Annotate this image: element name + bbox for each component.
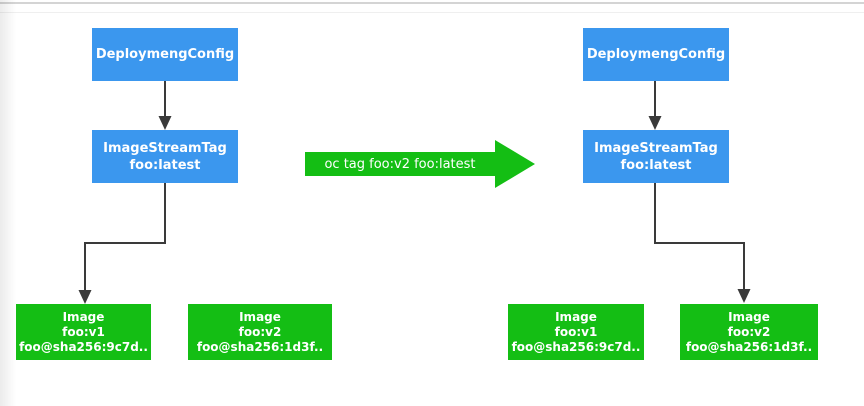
image-kind-label: Image xyxy=(728,309,770,324)
ist-to-image-v2-arrow-right xyxy=(654,183,751,303)
dc-to-ist-arrow-right xyxy=(648,81,662,130)
arrow-down-icon xyxy=(158,116,172,130)
image-v2-node-left: Image foo:v2 foo@sha256:1d3f.. xyxy=(188,304,332,360)
dc-to-ist-arrow-left xyxy=(158,81,172,130)
top-faint-line xyxy=(0,12,864,13)
imagestreamtag-node-right: ImageStreamTag foo:latest xyxy=(583,130,729,183)
image-kind-label: Image xyxy=(62,309,105,324)
arrow-right-icon xyxy=(495,140,535,188)
deploymentconfig-node-right: DeploymengConfig xyxy=(583,28,729,81)
arrow-down-icon xyxy=(78,290,92,304)
image-tag-label: foo:v2 xyxy=(727,324,771,339)
deploymentconfig-label-left: DeploymengConfig xyxy=(95,47,235,62)
deploymentconfig-label-right: DeploymengConfig xyxy=(586,47,726,62)
image-kind-label: Image xyxy=(239,309,281,324)
image-kind-label: Image xyxy=(555,309,597,324)
imagestreamtag-title-right: ImageStreamTag xyxy=(594,140,718,156)
image-v1-node-right: Image foo:v1 foo@sha256:9c7d.. xyxy=(508,304,644,360)
image-tag-label: foo:v1 xyxy=(62,324,105,339)
image-tag-label: foo:v1 xyxy=(554,324,598,339)
image-sha-label: foo@sha256:9c7d.. xyxy=(511,339,641,354)
imagestreamtag-tag-left: foo:latest xyxy=(129,157,201,173)
ist-to-image-v1-arrow-left xyxy=(78,183,166,304)
top-divider-line xyxy=(0,2,864,4)
image-v2-node-right: Image foo:v2 foo@sha256:1d3f.. xyxy=(680,304,818,360)
oc-tag-command-label: oc tag foo:v2 foo:latest xyxy=(324,156,476,172)
image-sha-label: foo@sha256:9c7d.. xyxy=(19,339,148,354)
image-sha-label: foo@sha256:1d3f.. xyxy=(685,339,813,354)
oc-tag-command-arrow: oc tag foo:v2 foo:latest xyxy=(305,152,495,176)
imagestreamtag-title-left: ImageStreamTag xyxy=(103,140,227,156)
left-edge-shadow xyxy=(0,0,16,406)
arrow-down-icon xyxy=(648,116,662,130)
arrow-down-icon xyxy=(737,289,751,303)
imagestreamtag-tag-right: foo:latest xyxy=(620,157,692,173)
deploymentconfig-node-left: DeploymengConfig xyxy=(92,28,238,81)
image-tag-label: foo:v2 xyxy=(238,324,282,339)
imagestreamtag-node-left: ImageStreamTag foo:latest xyxy=(92,130,238,183)
image-v1-node-left: Image foo:v1 foo@sha256:9c7d.. xyxy=(16,304,151,360)
image-sha-label: foo@sha256:1d3f.. xyxy=(196,339,324,354)
